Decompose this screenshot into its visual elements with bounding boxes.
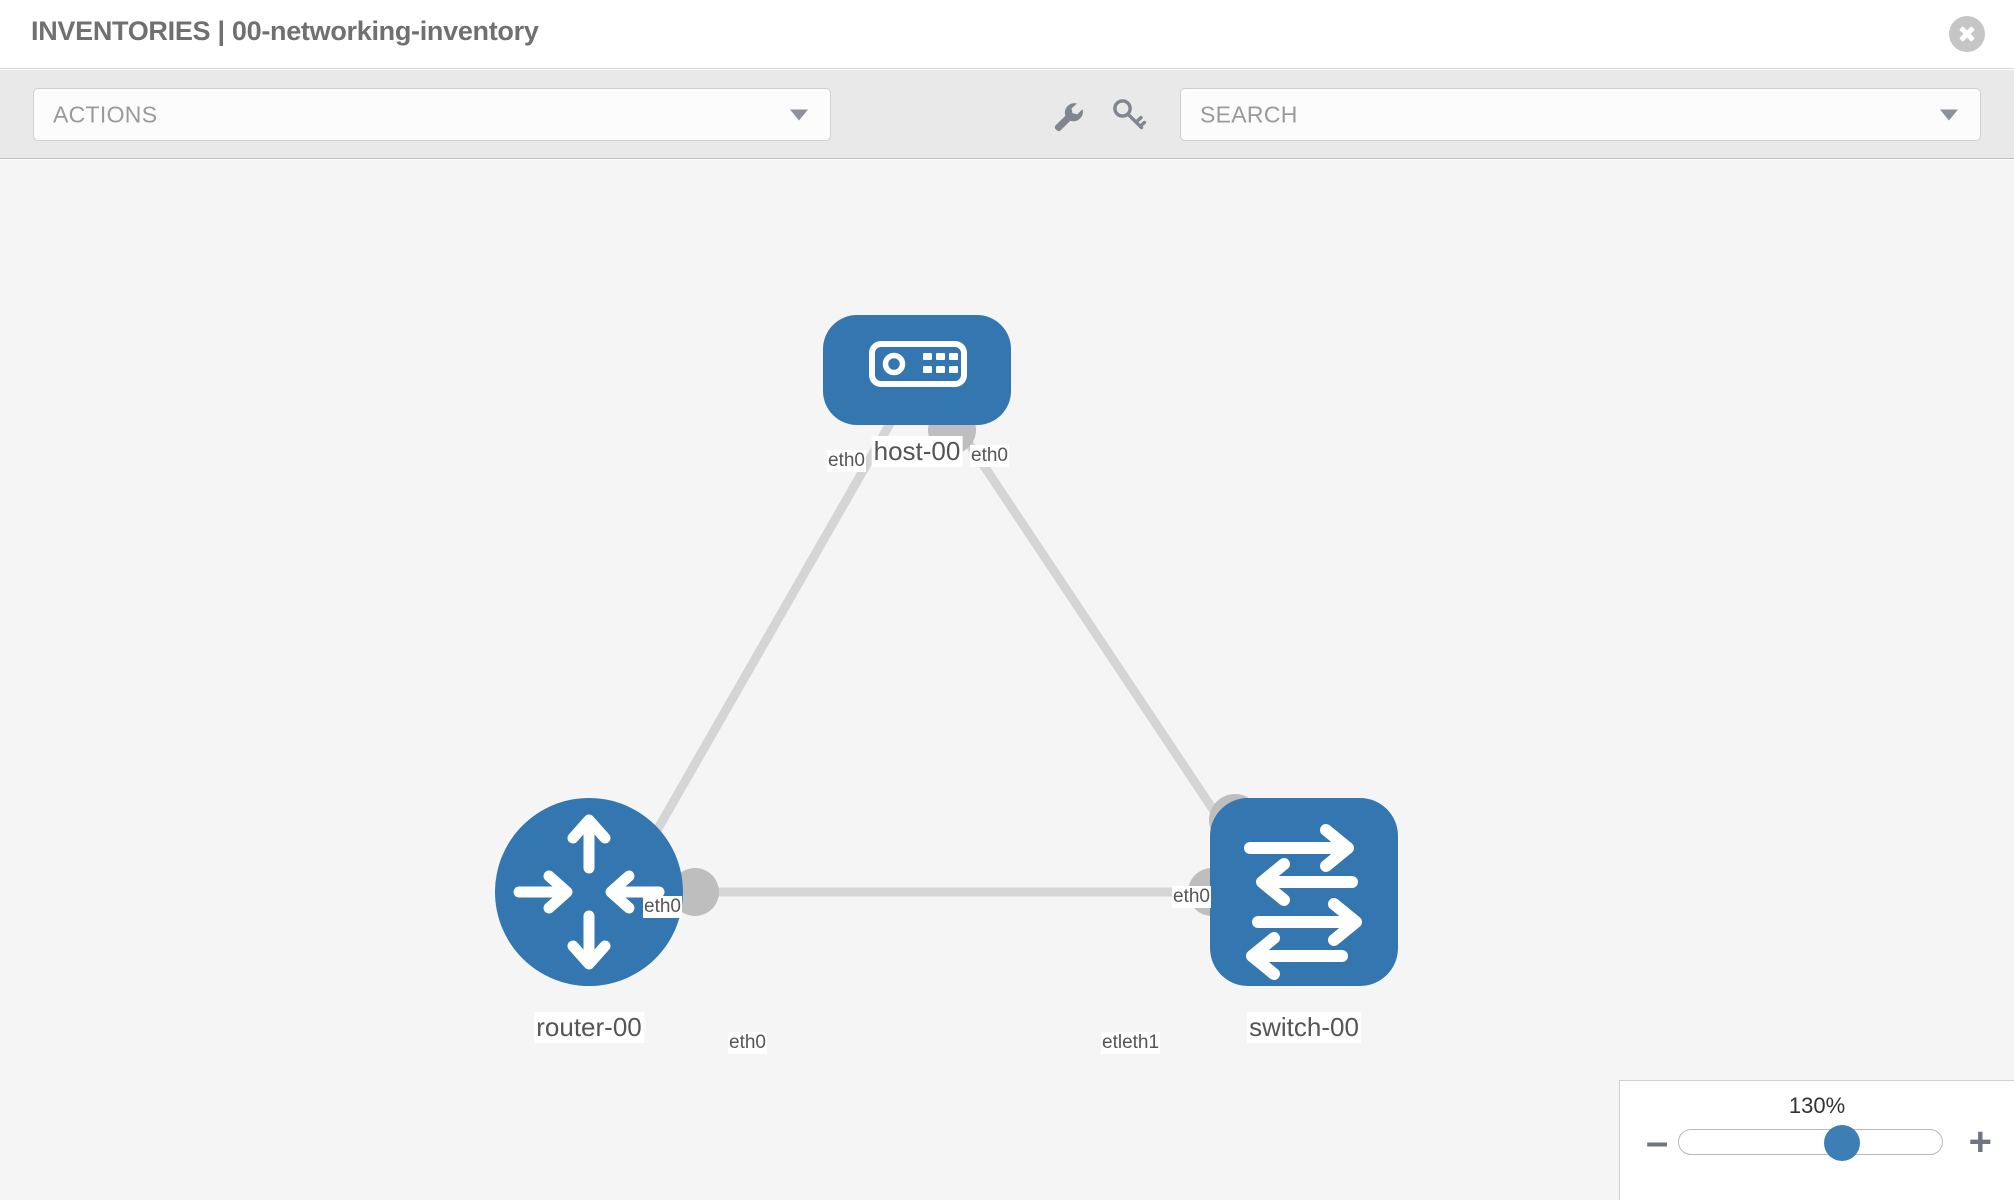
edge-label-host-left: eth0 bbox=[827, 450, 866, 472]
zoom-control: 130% – + bbox=[1619, 1080, 2014, 1200]
wrench-icon[interactable] bbox=[1046, 95, 1086, 135]
node-host-00 bbox=[823, 315, 1011, 425]
topology-graph bbox=[495, 315, 1398, 986]
edge-host-switch bbox=[946, 412, 1244, 853]
zoom-slider[interactable] bbox=[1678, 1125, 1943, 1161]
page-header: INVENTORIES | 00-networking-inventory bbox=[0, 0, 2014, 69]
chevron-down-icon[interactable] bbox=[1940, 109, 1958, 120]
edge-label-switch-up: eth0 bbox=[1172, 886, 1211, 908]
zoom-in-button[interactable]: + bbox=[1968, 1120, 1992, 1164]
node-label-host: host-00 bbox=[871, 436, 963, 467]
zoom-level-label: 130% bbox=[1788, 1093, 1846, 1118]
edge-host-router bbox=[636, 412, 899, 863]
close-icon[interactable] bbox=[1949, 16, 1985, 52]
zoom-slider-thumb[interactable] bbox=[1824, 1125, 1861, 1161]
key-icon[interactable] bbox=[1108, 95, 1148, 135]
search-input[interactable]: SEARCH bbox=[1180, 88, 1981, 141]
topology-canvas[interactable]: host-00 router-00 switch-00 eth0 eth0 et… bbox=[0, 160, 2014, 1200]
edge-label-router-up: eth0 bbox=[643, 896, 682, 918]
zoom-out-button[interactable]: – bbox=[1646, 1120, 1669, 1164]
node-router-00 bbox=[495, 798, 683, 986]
node-label-switch: switch-00 bbox=[1247, 1012, 1361, 1043]
node-label-router: router-00 bbox=[534, 1012, 644, 1043]
actions-dropdown-label: ACTIONS bbox=[53, 101, 158, 127]
search-placeholder: SEARCH bbox=[1200, 101, 1298, 127]
edge-label-switch-left: etleth1 bbox=[1101, 1032, 1161, 1054]
edge-label-router-right: eth0 bbox=[728, 1032, 767, 1054]
page-title: INVENTORIES | 00-networking-inventory bbox=[31, 16, 539, 46]
actions-dropdown[interactable]: ACTIONS bbox=[33, 88, 831, 141]
node-switch-00 bbox=[1210, 798, 1398, 986]
connector-router-right bbox=[671, 868, 719, 916]
toolbar: ACTIONS SEARCH bbox=[0, 70, 2014, 159]
chevron-down-icon bbox=[790, 109, 808, 120]
edge-label-host-right: eth0 bbox=[970, 445, 1009, 467]
